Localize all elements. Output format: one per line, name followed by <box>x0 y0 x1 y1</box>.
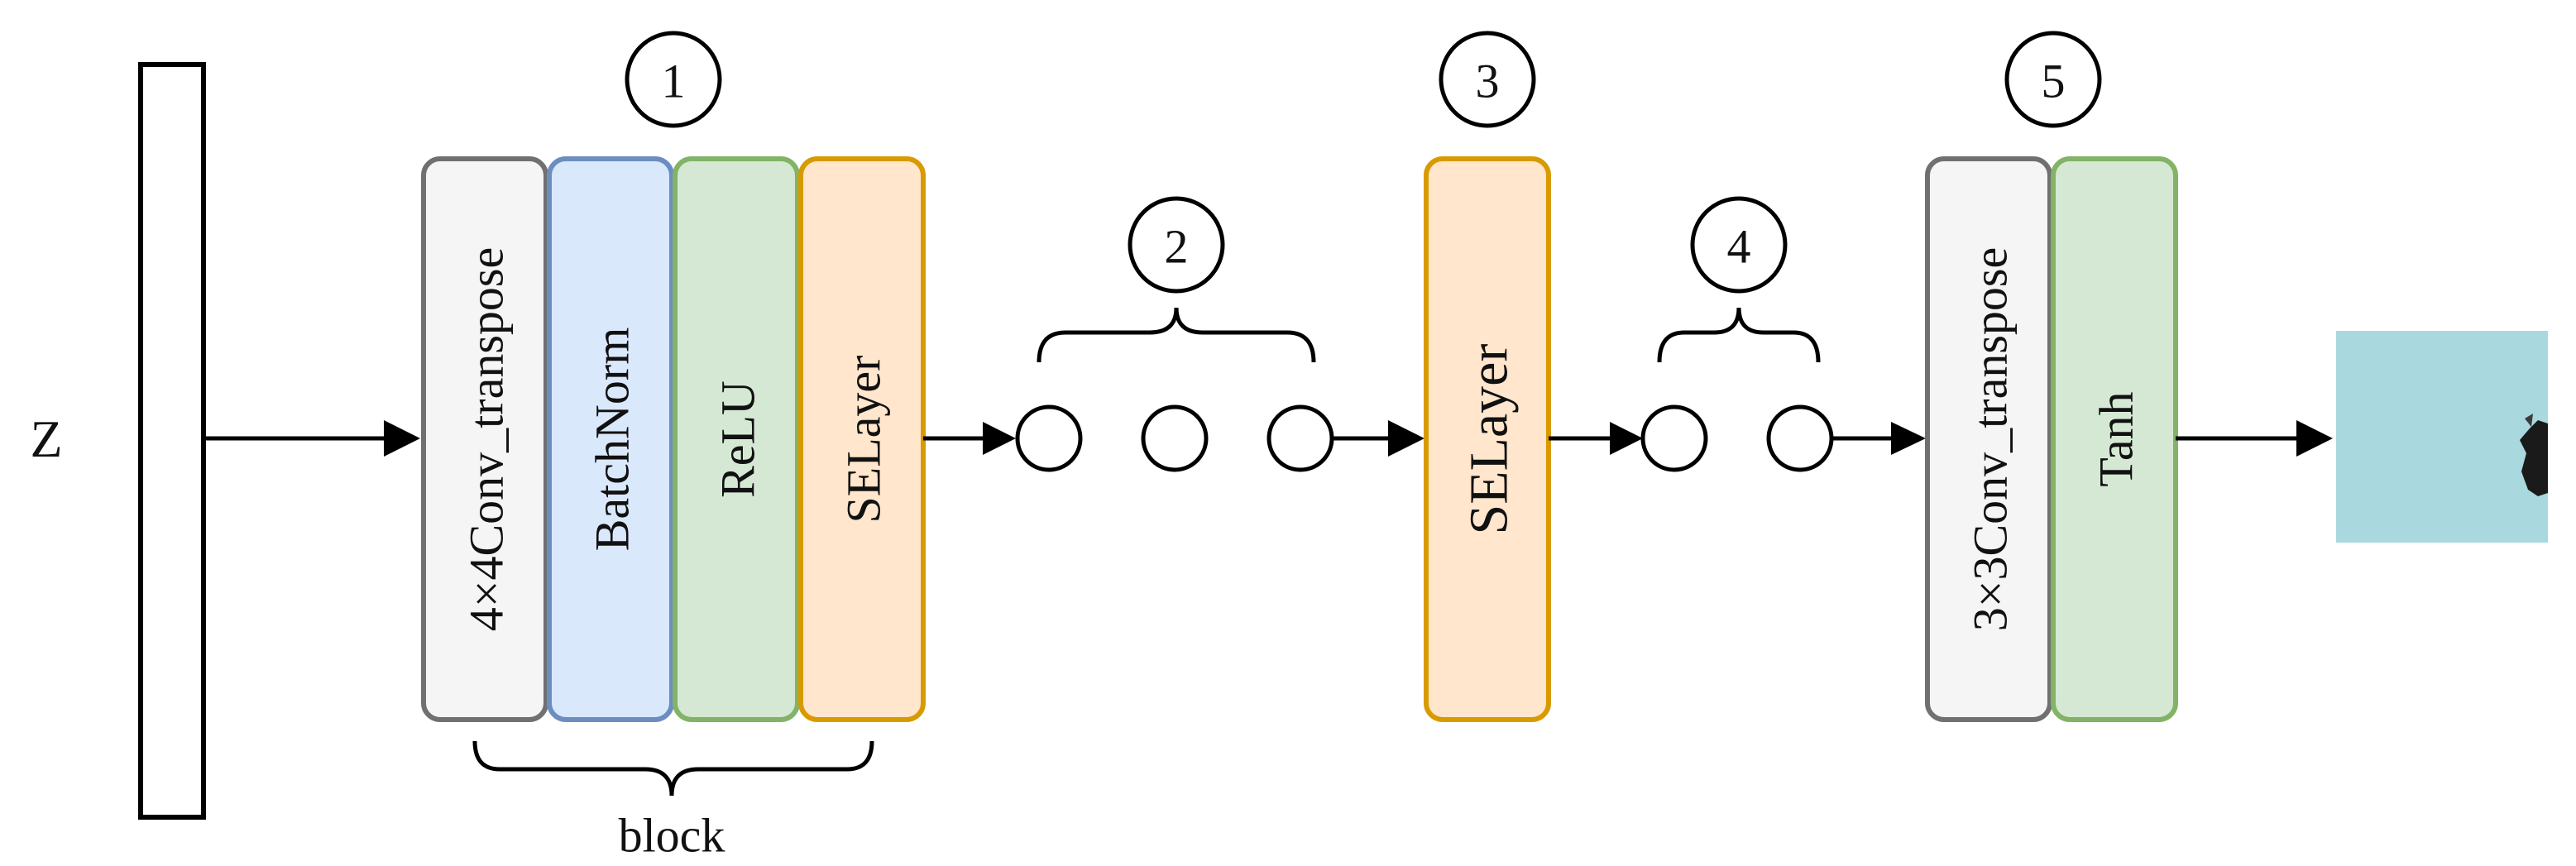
selayer-block-label: SELayer <box>837 356 891 524</box>
step-marker-3-label: 3 <box>1476 55 1500 108</box>
conv4x4-label: 4×4Conv_transpose <box>460 247 514 631</box>
arrowhead <box>1388 420 1424 457</box>
step-marker-5 <box>2004 31 2102 128</box>
relu-layer <box>673 156 800 722</box>
step-marker-3 <box>1439 31 1536 128</box>
relu-label: ReLU <box>711 380 765 498</box>
step-marker-5-label: 5 <box>2042 55 2066 108</box>
conv3x3-label: 3×3Conv_transpose <box>1964 247 2018 631</box>
tanh-label: Tanh <box>2090 391 2143 486</box>
block-brace <box>472 740 874 797</box>
selayer-mid-label: SELayer <box>1459 344 1520 535</box>
batchnorm-label: BatchNorm <box>586 328 639 552</box>
repeat-node <box>1015 404 1083 472</box>
step-4-brace <box>1657 307 1821 363</box>
step-2-brace <box>1037 307 1316 363</box>
arrowhead <box>983 422 1016 455</box>
repeat-node <box>1266 404 1334 472</box>
repeat-node <box>1766 404 1834 472</box>
step-marker-1 <box>625 31 722 128</box>
conv4x4-layer <box>421 156 548 722</box>
repeat-node <box>1640 404 1708 472</box>
latent-vector-box <box>138 62 206 820</box>
step-marker-2 <box>1128 196 1225 294</box>
step-marker-1-label: 1 <box>662 55 686 108</box>
arrowhead <box>1610 422 1643 455</box>
arrowhead <box>2296 420 2333 457</box>
block-label: block <box>619 809 725 863</box>
conv3x3-layer <box>1925 156 2052 722</box>
batchnorm-layer <box>547 156 674 722</box>
repeat-node <box>1141 404 1209 472</box>
arrowhead <box>384 420 420 457</box>
step-marker-4 <box>1690 196 1788 294</box>
arrowhead <box>1891 422 1926 455</box>
step-marker-4-label: 4 <box>1727 220 1751 274</box>
input-label: Z <box>30 409 62 468</box>
step-marker-2-label: 2 <box>1165 220 1189 274</box>
output-image <box>2336 331 2548 543</box>
